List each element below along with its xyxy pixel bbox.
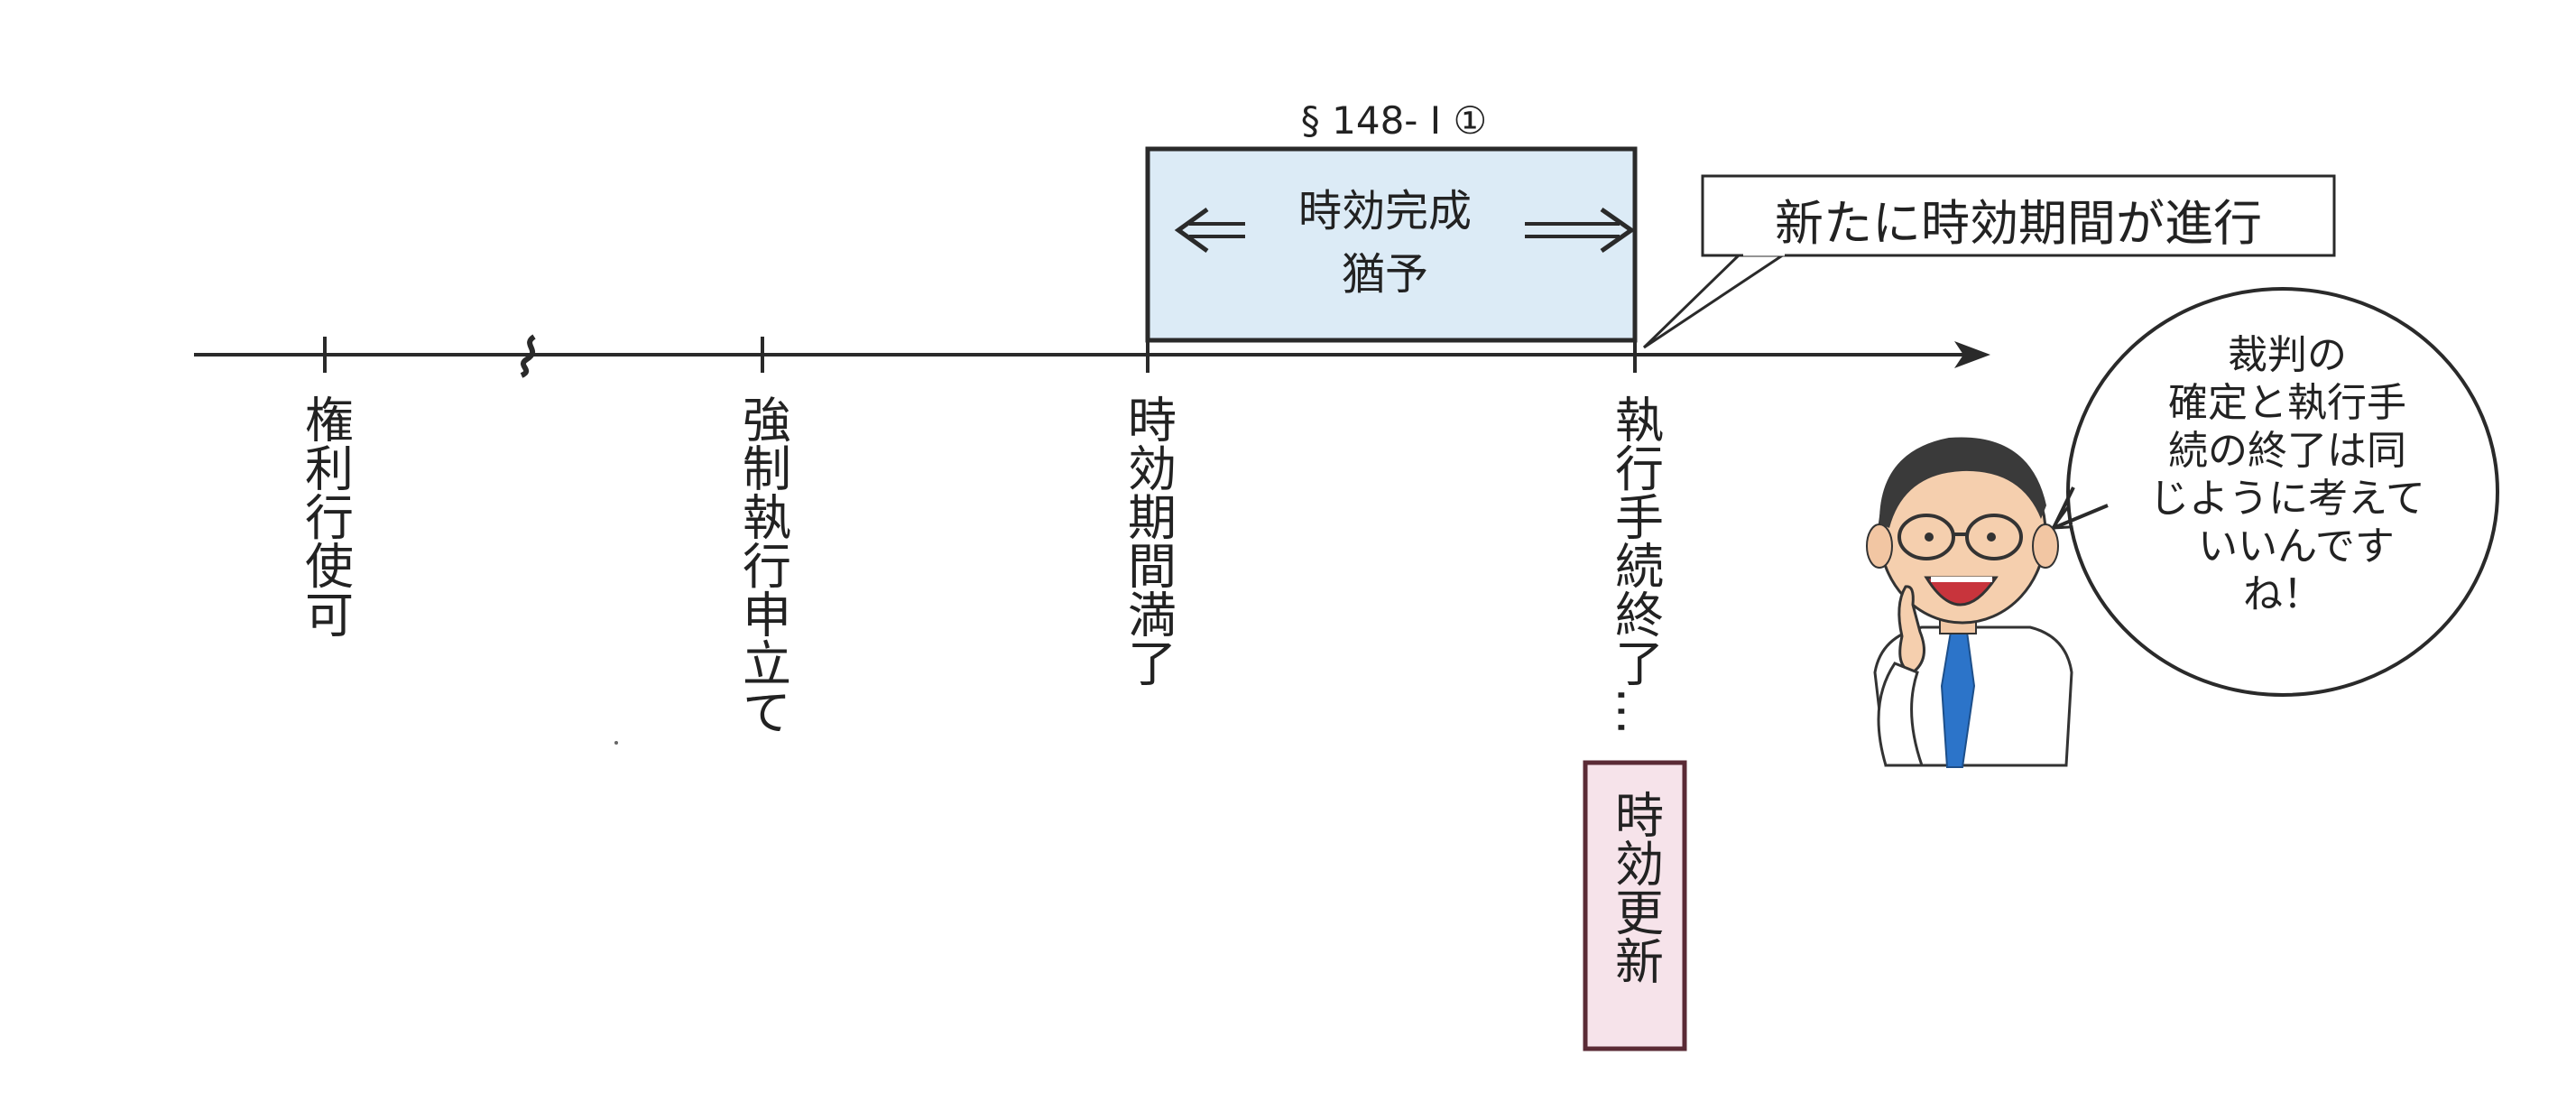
bubble-line-5: いいんです <box>2198 523 2395 570</box>
point-label-kenri-koshi: 権利行使可 <box>297 394 354 638</box>
bubble-line-2: 確定と執行手 <box>2168 380 2406 426</box>
speech-bubble-body <box>2066 287 2499 697</box>
hair <box>1879 437 2046 528</box>
point-label-kyosei-shikko: 強制執行申立て <box>734 394 791 736</box>
callout-pointer <box>1642 251 1787 349</box>
callout-text: 新たに時効期間が進行 <box>1775 195 2262 252</box>
right-double-arrow <box>1525 207 1636 254</box>
speck <box>614 741 618 745</box>
bubble-line-6: ね！ <box>2243 571 2322 617</box>
bubble-line-3: 続の終了は同 <box>2168 428 2406 474</box>
man-illustration <box>1866 437 2073 768</box>
renewal-box <box>1583 760 1687 1051</box>
suspension-period-box <box>1145 146 1638 343</box>
callout-box <box>1701 174 2336 257</box>
glasses-icon <box>1897 514 2023 560</box>
axis-break-mark <box>520 334 536 378</box>
bubble-line-1: 裁判の <box>2228 332 2347 378</box>
section-reference: § 148- Ⅰ ① <box>1301 98 1487 143</box>
suspension-label-line1: 時効完成 <box>1298 186 1472 236</box>
left-double-arrow <box>1174 207 1245 254</box>
renewal-label: 時効更新 <box>1607 790 1664 985</box>
mouth <box>1924 576 1999 607</box>
point-label-jiko-manryo: 時効期間満了 <box>1120 394 1177 687</box>
point-label-shikko-shuryo: 執行手続終了… <box>1607 394 1664 736</box>
suspension-label-line2: 猶予 <box>1342 249 1428 300</box>
bubble-line-4: じように考えて <box>2149 476 2425 522</box>
